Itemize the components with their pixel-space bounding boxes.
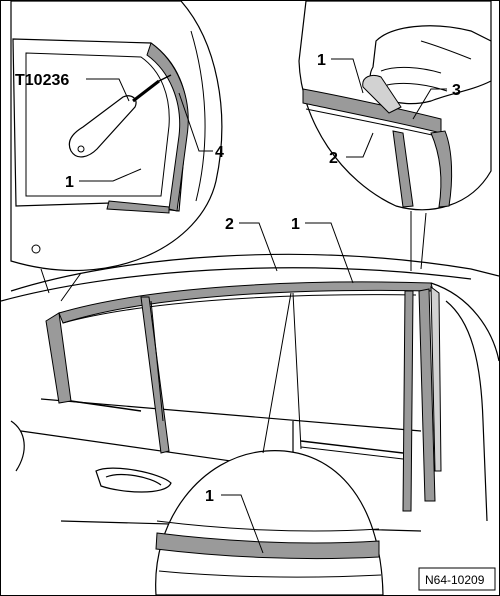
roof-outline-inner — [1, 267, 472, 302]
detail-bottom-seal — [155, 532, 380, 560]
belt-moulding-rear-2 — [300, 446, 404, 460]
roller-tool — [362, 74, 402, 114]
leader-right-3 — [412, 88, 447, 120]
seal-front-vertical — [45, 312, 72, 404]
detail-bottom-lower-line — [158, 570, 382, 578]
connector-right — [410, 211, 427, 271]
callout-tool: T10236 — [15, 72, 69, 89]
hand-finger-1 — [380, 66, 442, 74]
detail-left-hole — [31, 244, 41, 254]
belt-moulding-rear — [300, 440, 404, 454]
seal-rear-vertical-a — [402, 290, 414, 512]
callout-right-1: 1 — [317, 52, 326, 69]
tool-t10236 — [68, 74, 172, 158]
roof-outline — [10, 253, 499, 292]
door-handle — [95, 467, 172, 493]
hand-finger-2 — [386, 82, 448, 92]
front-edge — [10, 420, 25, 472]
leader-right-1 — [331, 58, 364, 94]
tool-shaft — [132, 79, 160, 103]
door-handle-recess — [105, 473, 162, 486]
reference-id: N64-10209 — [425, 573, 485, 587]
detail-circle-bottom — [155, 450, 384, 595]
connector-bottom — [262, 292, 302, 454]
leader-right-2 — [346, 132, 374, 158]
detail-right-vertical-a — [392, 130, 414, 208]
leader-bottom-1 — [221, 494, 264, 554]
detail-right-seal-lip — [305, 108, 442, 138]
rear-body-inner — [445, 300, 488, 522]
callout-main-1: 1 — [291, 216, 300, 233]
leader-left-1 — [79, 168, 142, 182]
leader-left-4 — [178, 92, 213, 152]
detail-circle-right — [298, 1, 492, 211]
callout-main-2: 2 — [225, 216, 234, 233]
detail-left-frame-inner — [25, 52, 170, 197]
tool-handle-hole — [77, 145, 85, 153]
callout-left-1: 1 — [65, 174, 74, 191]
tool-handle — [68, 95, 137, 158]
detail-bottom-lip — [156, 520, 380, 532]
hand-finger-3 — [420, 40, 472, 60]
detail-left-seal-bottom — [106, 200, 170, 214]
door-belt-line — [40, 398, 422, 432]
divider-strip-inner — [150, 300, 164, 422]
reference-box — [418, 567, 496, 591]
detail-circle-left — [10, 1, 223, 272]
belt-moulding-front — [70, 400, 142, 412]
rear-body-outline — [430, 282, 499, 362]
seal-top-band — [58, 281, 434, 324]
detail-left-door-curve — [190, 30, 206, 202]
divider-strip — [140, 296, 170, 454]
callout-bottom-1: 1 — [205, 488, 214, 505]
tool-tip — [158, 74, 172, 82]
detail-right-vertical-b — [430, 130, 453, 208]
connector-left — [40, 268, 82, 302]
window-seal-main — [45, 281, 442, 512]
callout-right-3: 3 — [452, 82, 461, 99]
leader-main-2 — [239, 222, 278, 272]
callout-left-4: 4 — [215, 144, 224, 161]
leader-tool — [86, 78, 130, 102]
seal-rear-vertical-c — [430, 285, 442, 472]
callout-right-2: 2 — [329, 150, 338, 167]
seal-top-inner — [62, 294, 417, 324]
leader-main-1 — [305, 222, 354, 284]
detail-left-seal — [146, 42, 189, 212]
seal-rear-vertical-b — [418, 288, 436, 502]
hand — [369, 25, 492, 105]
